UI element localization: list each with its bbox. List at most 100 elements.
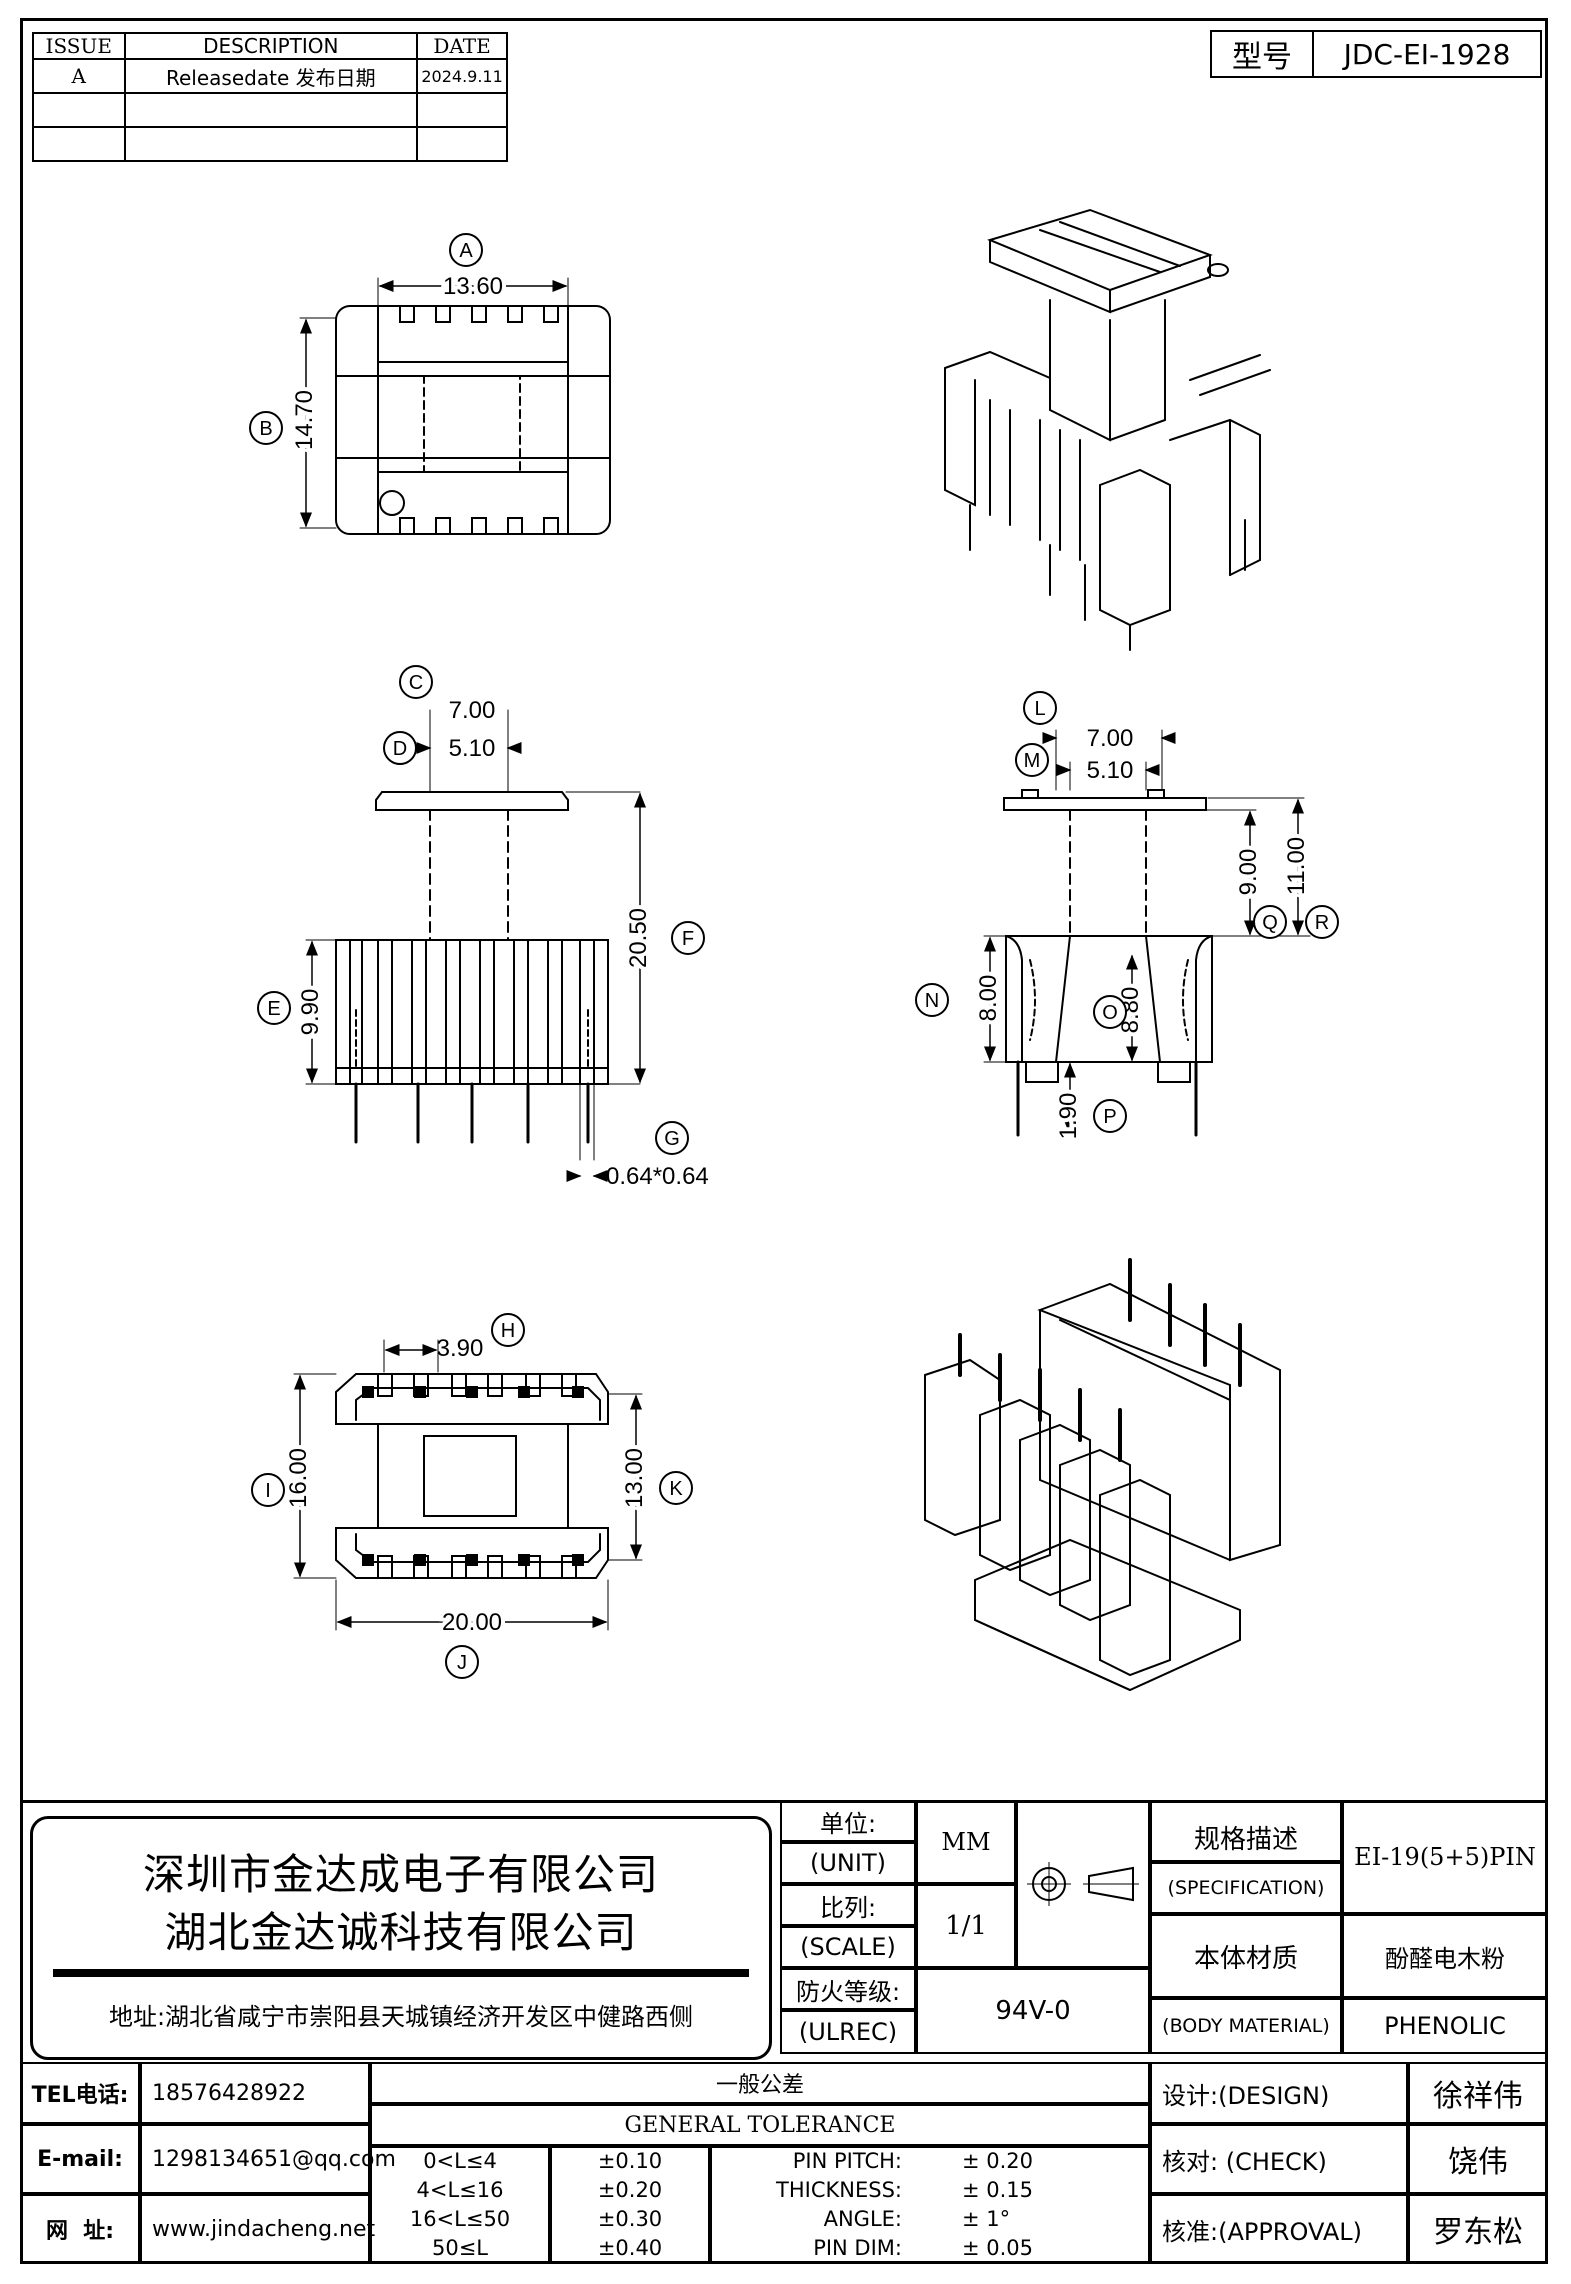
side-view — [983, 729, 1311, 1137]
front-view — [305, 709, 646, 1182]
rev-date — [416, 126, 508, 162]
callout-letter: H — [501, 1320, 515, 1342]
dim-value: 11.00 — [1283, 837, 1310, 895]
dim-value: 5.10 — [449, 735, 496, 762]
tolerance-value: ±0.40 — [597, 2236, 663, 2260]
bottom-view-pins — [362, 1386, 584, 1566]
design-label: 设计:(DESIGN) — [1150, 2062, 1408, 2124]
callout-letter: C — [409, 672, 423, 694]
scale-value: 1/1 — [916, 1884, 1016, 1968]
revision-table: ISSUE DESCRIPTION DATE A Releasedate 发布日… — [32, 32, 508, 162]
callout-letter: K — [669, 1478, 683, 1500]
spec-value: EI-19(5+5)PIN — [1342, 1800, 1548, 1914]
dim-value: 7.00 — [449, 697, 496, 724]
fire-value: 94V-0 — [916, 1968, 1150, 2054]
company-box: 深圳市金达成电子有限公司 湖北金达诚科技有限公司 地址:湖北省咸宁市崇阳县天城镇… — [30, 1816, 772, 2060]
dim-value: 14.70 — [291, 390, 318, 450]
callout-layer: A B C D E F G H I J K L M N O P Q R — [249, 233, 1339, 1679]
scale-label: 比列: — [780, 1884, 916, 1926]
dim-value: 16.00 — [285, 1448, 312, 1508]
dim-value: 1.90 — [1055, 1093, 1082, 1140]
tolerance-range: 4<L≤16 — [416, 2178, 504, 2202]
callout-letter: E — [267, 998, 280, 1020]
company-name-1: 深圳市金达成电子有限公司 — [142, 1850, 659, 1899]
param-value: ± 0.05 — [962, 2236, 1034, 2260]
rev-description — [123, 126, 419, 162]
bottom-view — [293, 1339, 643, 1631]
fire-label: 防火等级: — [780, 1968, 916, 2010]
rev-description: Releasedate 发布日期 — [123, 58, 419, 94]
fire-label-en: (ULREC) — [780, 2010, 916, 2054]
tolerance-title-en: GENERAL TOLERANCE — [370, 2104, 1150, 2146]
model-label: 型号 — [1210, 30, 1314, 78]
email-label: E-mail: — [20, 2124, 140, 2194]
tolerance-ranges: 0<L≤4 4<L≤16 16<L≤50 50≤L — [370, 2146, 550, 2264]
isometric-view-bottom — [924, 1258, 1281, 1692]
callout-letter: F — [682, 928, 694, 950]
dim-value: 0.64*0.64 — [606, 1163, 709, 1190]
web-label: 网 址: — [20, 2194, 140, 2264]
param-value: ± 1° — [962, 2207, 1011, 2231]
technical-drawing: 13.60 14.70 — [285, 208, 1311, 1692]
param-name: PIN PITCH: — [792, 2149, 902, 2173]
callout-letter: A — [459, 240, 473, 262]
tolerance-value: ±0.10 — [597, 2149, 663, 2173]
material-value-en: PHENOLIC — [1342, 1998, 1548, 2054]
callout-letter: M — [1024, 750, 1041, 772]
tolerance-title: 一般公差 — [370, 2062, 1150, 2104]
tolerance-value: ±0.30 — [597, 2207, 663, 2231]
tolerance-range: 0<L≤4 — [423, 2149, 497, 2173]
top-view — [299, 277, 611, 535]
material-value: 酚醛电木粉 — [1342, 1914, 1548, 1998]
callout-letter: L — [1034, 698, 1045, 720]
material-label: 本体材质 — [1150, 1914, 1342, 1998]
param-value: ± 0.15 — [962, 2178, 1034, 2202]
dim-value: 7.00 — [1087, 725, 1134, 752]
email-value: 1298134651@qq.com — [140, 2124, 396, 2194]
unit-value: MM — [916, 1800, 1016, 1884]
rev-description — [123, 92, 419, 128]
dim-value: 8.00 — [975, 975, 1002, 1022]
scale-label-en: (SCALE) — [780, 1926, 916, 1968]
approval-label: 核准:(APPROVAL) — [1150, 2194, 1408, 2264]
callout-letter: D — [393, 738, 407, 760]
tolerance-values: ±0.10 ±0.20 ±0.30 ±0.40 — [550, 2146, 710, 2264]
company-divider — [53, 1969, 749, 1977]
first-angle-projection-icon — [1027, 1862, 1139, 1906]
rev-issue — [32, 126, 126, 162]
param-name: PIN DIM: — [813, 2236, 902, 2260]
rev-date — [416, 92, 508, 128]
tolerance-range: 50≤L — [431, 2236, 489, 2260]
rev-date: 2024.9.11 — [416, 58, 508, 94]
callout-letter: O — [1102, 1002, 1118, 1024]
material-label-en: (BODY MATERIAL) — [1150, 1998, 1342, 2054]
callout-letter: B — [259, 418, 272, 440]
tolerance-range: 16<L≤50 — [409, 2207, 511, 2231]
company-address: 地址:湖北省咸宁市崇阳县天城镇经济开发区中健路西侧 — [108, 2003, 694, 2031]
dim-value: 5.10 — [1087, 757, 1134, 784]
dim-value: 20.00 — [442, 1609, 502, 1636]
tel-value: 18576428922 — [140, 2062, 370, 2124]
callout-letter: R — [1315, 912, 1329, 934]
rev-header-description: DESCRIPTION — [123, 32, 419, 60]
check-name: 饶伟 — [1408, 2124, 1548, 2194]
model-box: 型号 JDC-EI-1928 — [1210, 30, 1542, 78]
callout-letter: Q — [1262, 912, 1278, 934]
model-value: JDC-EI-1928 — [1312, 30, 1542, 78]
web-value: www.jindacheng.net — [140, 2194, 375, 2264]
dim-value: 9.90 — [297, 989, 324, 1036]
tel-label: TEL电话: — [20, 2062, 140, 2124]
param-name: THICKNESS: — [776, 2178, 902, 2202]
dim-value: 9.00 — [1235, 849, 1262, 896]
spec-label-en: (SPECIFICATION) — [1150, 1862, 1342, 1914]
rev-header-date: DATE — [416, 32, 508, 60]
dim-value: 3.90 — [437, 1335, 484, 1362]
unit-label-en: (UNIT) — [780, 1842, 916, 1884]
rev-header-issue: ISSUE — [32, 32, 126, 60]
spec-label: 规格描述 — [1150, 1800, 1342, 1862]
callout-letter: I — [265, 1480, 271, 1502]
isometric-view-top — [944, 208, 1271, 651]
tolerance-value: ±0.20 — [597, 2178, 663, 2202]
approval-name: 罗东松 — [1408, 2194, 1548, 2264]
callout-letter: J — [457, 1652, 467, 1674]
